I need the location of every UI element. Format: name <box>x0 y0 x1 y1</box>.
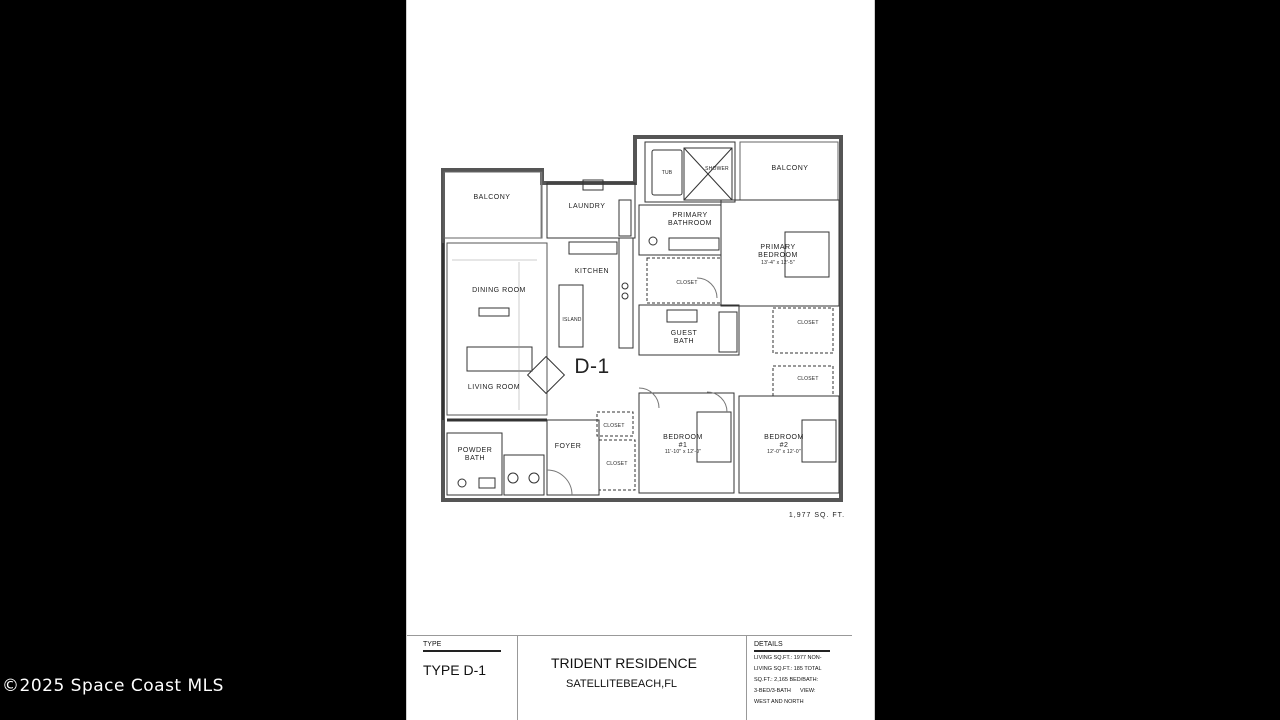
bedroom-1-dimensions: 11'-10" x 12'-0" <box>664 449 702 455</box>
bedroom-1 <box>638 392 735 494</box>
details-line-1: LIVING SQ.FT.: 1977 NON- <box>754 655 822 661</box>
closet-label-2: CLOSET <box>797 376 819 382</box>
title-block-top-rule <box>407 635 852 636</box>
primary-bathroom-label-2: BATHROOM <box>668 220 712 227</box>
details-header: DETAILS <box>754 641 783 648</box>
laundry-label: LAUNDRY <box>568 203 606 210</box>
living-dining <box>446 242 548 416</box>
guest-bath <box>638 304 740 356</box>
powder-bath-label-2: BATH <box>464 455 486 462</box>
floor-plan-drawing <box>441 135 843 502</box>
balcony-left-label: BALCONY <box>473 194 511 201</box>
project-location: SATELLITEBEACH,FL <box>566 678 678 690</box>
balcony-right-label: BALCONY <box>771 165 809 172</box>
details-line-5: WEST AND NORTH <box>754 699 804 705</box>
island-label: ISLAND <box>562 317 582 323</box>
dining-room-label: DINING ROOM <box>472 287 526 294</box>
foyer-closet <box>596 411 634 437</box>
laundry-room <box>546 182 636 239</box>
primary-bathroom-label-1: PRIMARY <box>672 212 708 219</box>
project-name: TRIDENT RESIDENCE <box>551 655 697 671</box>
bedroom-2 <box>738 395 840 494</box>
floor-plan-sheet: BALCONY LAUNDRY BALCONY PRIMARY BATHROOM… <box>406 0 875 720</box>
primary-bedroom-label-1: PRIMARY <box>760 244 796 251</box>
foyer <box>546 419 600 496</box>
type-value: TYPE D-1 <box>423 662 487 678</box>
unit-type-label: D-1 <box>574 355 610 378</box>
bedroom-1-label-2: #1 <box>678 442 688 449</box>
guest-bath-label-1: GUEST <box>670 330 698 337</box>
area-note: 1,977 SQ. FT. <box>788 512 846 519</box>
closet-label-4: CLOSET <box>603 423 625 429</box>
bedroom-2-label-1: BEDROOM <box>764 434 804 441</box>
balcony-left <box>443 171 543 239</box>
closet-right-1 <box>772 307 834 354</box>
type-header: TYPE <box>423 641 442 648</box>
details-line-4: 3-BED/3-BATH VIEW: <box>754 688 816 694</box>
hall-closet <box>598 439 636 491</box>
kitchen-label: KITCHEN <box>574 268 610 275</box>
mls-watermark: ©2025 Space Coast MLS <box>2 676 224 696</box>
primary-bath-wet-area <box>644 141 736 203</box>
kitchen-counter <box>618 237 634 349</box>
guest-bath-label-2: BATH <box>673 338 695 345</box>
living-room-label: LIVING ROOM <box>467 384 521 391</box>
details-header-rule <box>754 650 830 652</box>
primary-closet <box>646 257 722 304</box>
closet-label-5: CLOSET <box>606 461 628 467</box>
shower-label: SHOWER <box>705 166 729 172</box>
powder-bath-label-1: POWDER <box>457 447 493 454</box>
primary-bedroom-dimensions: 13'-4" x 12'-5" <box>761 260 795 266</box>
closet-label-1: CLOSET <box>797 320 819 326</box>
type-header-rule <box>423 650 501 652</box>
primary-bedroom-label-2: BEDROOM <box>758 252 798 259</box>
title-block-divider-1 <box>517 636 518 720</box>
foyer-label: FOYER <box>554 443 582 450</box>
primary-bedroom <box>720 199 840 307</box>
bedroom-1-label-1: BEDROOM <box>663 434 703 441</box>
closet-label-3: CLOSET <box>676 280 698 286</box>
powder-bath <box>446 432 503 496</box>
tub-label: TUB <box>661 170 673 176</box>
title-block-divider-2 <box>746 636 747 720</box>
details-line-3: SQ.FT.: 2,165 BED/BATH: <box>754 677 819 683</box>
bedroom-2-label-2: #2 <box>779 442 789 449</box>
details-line-2: LIVING SQ.FT.: 185 TOTAL <box>754 666 822 672</box>
bedroom-2-dimensions: 12'-0" x 12'-0" <box>767 449 801 455</box>
